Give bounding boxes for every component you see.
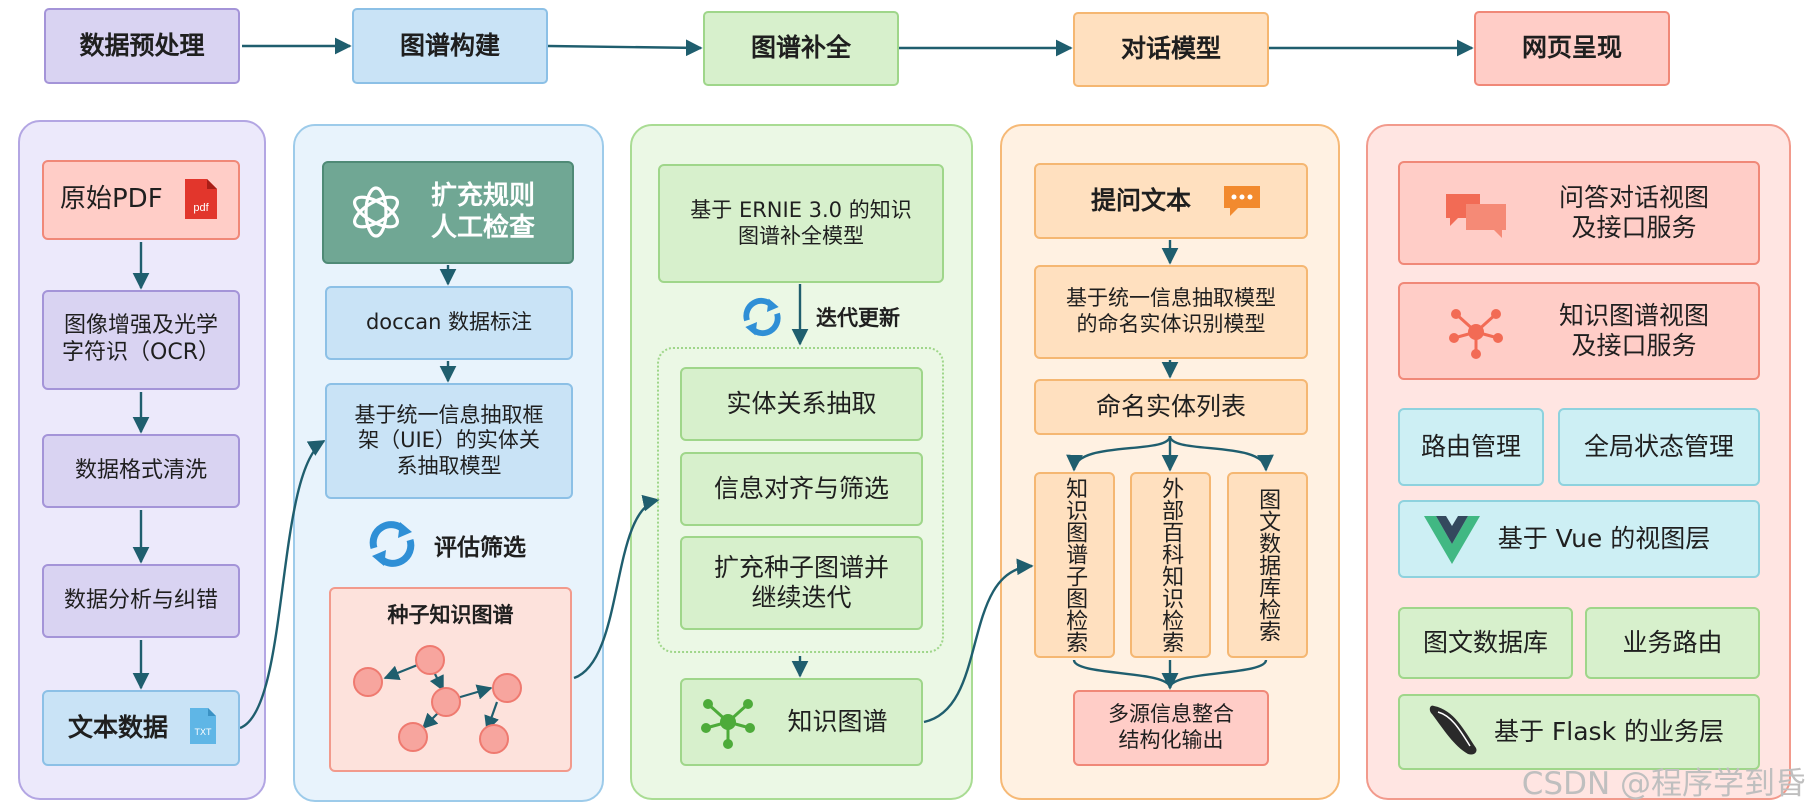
rules-check-box: 扩充规则 人工检查 [322,161,574,264]
doccan-annotation-box: doccan 数据标注 [325,286,573,360]
kg-view-box: 知识图谱视图 及接口服务 [1398,282,1760,380]
text-data-label: 文本数据 [68,712,169,742]
kg-view-line1: 知识图谱视图 [1558,300,1709,330]
analysis-correction-box: 数据分析与纠错 [42,564,240,638]
uie-label-line3: 系抽取模型 [396,453,502,478]
kg-subgraph-retrieval-box: 知识图谱子图检索 [1034,472,1115,658]
multi-source-output-box: 多源信息整合 结构化输出 [1073,690,1269,766]
ocr-label-line1: 图像增强及光学 [63,313,218,339]
ner-model-box: 基于统一信息抽取模型 的命名实体识别模型 [1034,265,1308,359]
evaluate-filter-label: 评估筛选 [434,535,526,561]
stage-graph-construction: 图谱构建 [352,8,548,84]
question-text-label: 提问文本 [1090,185,1191,215]
iterate-refresh-icon [743,297,781,337]
pdf-file-icon: pdf [185,179,217,219]
flask-horn-icon [1429,705,1477,755]
raw-pdf-box: 原始PDF [42,160,240,240]
question-text-box: 提问文本 [1034,163,1308,239]
router-box: 路由管理 [1398,408,1544,486]
vue-logo-icon [1424,516,1480,564]
chat-bubbles-icon [1446,194,1506,238]
kg-view-line2: 及接口服务 [1571,331,1697,360]
ner-label-line2: 的命名实体识别模型 [1076,312,1266,336]
knowledge-graph-label: 知识图谱 [787,706,888,736]
graph-network-icon [701,699,755,749]
expand-label-line1: 扩充种子图谱并 [713,552,889,582]
ner-label-line1: 基于统一信息抽取模型 [1066,286,1276,311]
arrow-stage2-3 [547,39,703,57]
format-clean-box: 数据格式清洗 [42,434,240,508]
qa-view-line1: 问答对话视图 [1558,182,1709,212]
rules-label-line2: 人工检查 [430,212,535,243]
chat-bubble-icon [1224,186,1260,216]
ernie-label-line1: 基于 ERNIE 3.0 的知识 [690,197,912,222]
refresh-icon [369,521,415,567]
qa-view-line2: 及接口服务 [1571,213,1697,242]
uie-label-line1: 基于统一信息抽取框 [354,402,544,427]
stage-dialog-model: 对话模型 [1073,12,1269,87]
iterate-update-label: 迭代更新 [816,306,900,330]
seed-graph-label: 种子知识图谱 [387,603,514,627]
global-state-box: 全局状态管理 [1558,408,1760,486]
business-router-box: 业务路由 [1585,607,1760,679]
vue-view-label: 基于 Vue 的视图层 [1497,523,1711,553]
pdf-badge: pdf [193,202,209,214]
output-label-line2: 结构化输出 [1118,728,1224,752]
output-label-line1: 多源信息整合 [1108,702,1234,727]
align-filter-box: 信息对齐与筛选 [680,452,923,526]
stage-web-presentation: 网页呈现 [1474,11,1670,86]
ocr-label-line2: 字符识（OCR） [62,340,220,365]
image-text-db-retrieval-box: 图文数据库检索 [1227,472,1308,658]
txt-badge: TXT [195,727,213,737]
ocr-box: 图像增强及光学 字符识（OCR） [42,290,240,390]
entity-relation-extract-box: 实体关系抽取 [680,367,923,441]
molecule-icon [1449,309,1503,359]
raw-pdf-label: 原始PDF [60,184,163,215]
txt-file-icon: TXT [190,708,216,744]
iteration-group [657,347,944,653]
ernie-completion-box: 基于 ERNIE 3.0 的知识 图谱补全模型 [658,164,944,283]
watermark-text: CSDN @程序学到昏 [1521,766,1806,802]
openai-logo-icon [353,186,399,238]
uie-model-box: 基于统一信息抽取框 架（UIE）的实体关 系抽取模型 [325,383,573,499]
stage-preprocess: 数据预处理 [44,8,240,84]
expand-seed-box: 扩充种子图谱并 继续迭代 [680,536,923,630]
encyclopedia-retrieval-box: 外部百科知识检索 [1130,472,1211,658]
ernie-label-line2: 图谱补全模型 [738,223,864,248]
uie-label-line2: 架（UIE）的实体关 [358,428,540,453]
stage-graph-completion: 图谱补全 [703,11,899,86]
named-entity-list-box: 命名实体列表 [1034,379,1308,435]
image-text-db-box: 图文数据库 [1398,607,1573,679]
flask-business-label: 基于 Flask 的业务层 [1493,716,1725,746]
seed-graph-network-icon [353,645,522,754]
expand-label-line2: 继续迭代 [751,583,852,612]
rules-label-line1: 扩充规则 [430,180,535,211]
